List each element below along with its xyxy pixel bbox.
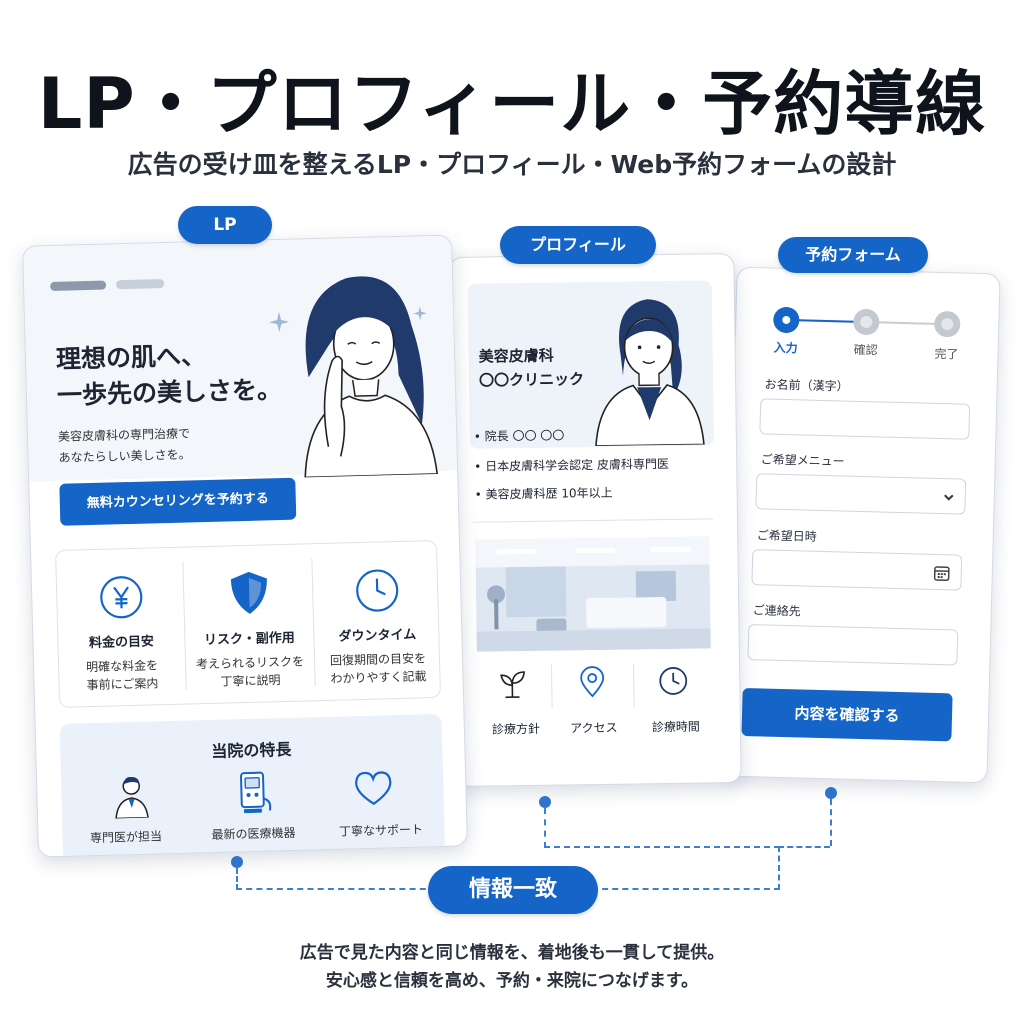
name-input[interactable] (759, 398, 971, 440)
strengths-title: 当院の特長 (211, 739, 292, 761)
strength-support: 丁寧なサポート (338, 822, 424, 839)
menu-label: ご希望メニュー (760, 452, 845, 469)
form-card: 入力 確認 完了 お名前（漢字） ご希望メニュー ご希望日時 ご連絡先 内容を確… (723, 266, 1001, 784)
feature-desc-price-2: 事前にご案内 (86, 676, 159, 693)
connector-dot-form (825, 787, 837, 799)
yen-icon (100, 576, 143, 619)
step-3-label: 完了 (934, 346, 959, 362)
page-subtitle: 広告の受け皿を整えるLP・プロフィール・Web予約フォームの設計 (127, 150, 897, 179)
feature-title-price: 料金の目安 (88, 634, 155, 652)
consistency-badge: 情報一致 (428, 866, 598, 914)
clinic-interior-image (475, 536, 711, 652)
feature-title-risk: リスク・副作用 (203, 630, 296, 649)
calendar-icon (933, 566, 950, 581)
profile-bullet-2: • 日本皮膚科学会認定 皮膚科専門医 (474, 456, 670, 474)
clock-icon (356, 569, 399, 612)
footer-line-1: 広告で見た内容と同じ情報を、着地後も一貫して提供。 (299, 943, 725, 963)
chevron-down-icon (944, 494, 954, 501)
connector-dot-profile (539, 796, 551, 808)
medical-device-icon (240, 771, 272, 814)
lp-nav-bar-2 (116, 279, 165, 290)
woman-illustration (304, 276, 439, 478)
profile-links: 診療方針 アクセス 診療時間 (449, 254, 733, 736)
date-label: ご希望日時 (756, 528, 817, 544)
step-1-icon (773, 306, 800, 334)
lp-strengths-panel: 当院の特長 専門医が担当 最新の医療機器 丁寧なサポート (59, 713, 446, 858)
link-policy[interactable]: 診療方針 (491, 721, 541, 737)
step-2-label: 確認 (853, 342, 878, 358)
contact-label: ご連絡先 (752, 603, 801, 619)
profile-card: 美容皮膚科 〇〇クリニック • 院長 〇〇 〇〇 • 日本皮膚科学会認定 皮膚科… (448, 253, 742, 787)
sparkle-icon (269, 312, 290, 333)
footer-line-2: 安心感と信頼を高め、予約・来院につなげます。 (325, 971, 699, 991)
contact-input[interactable] (747, 624, 959, 666)
link-hours[interactable]: 診療時間 (651, 719, 700, 735)
sprout-icon (500, 671, 525, 699)
confirm-button[interactable]: 内容を確認する (741, 687, 953, 742)
step-3-icon (933, 310, 961, 338)
lp-nav-bar-1 (50, 280, 107, 292)
feature-title-downtime: ダウンタイム (338, 627, 417, 645)
clinic-name-line1: 美容皮膚科 (478, 346, 554, 366)
menu-select[interactable] (755, 473, 967, 515)
heart-icon (355, 771, 392, 806)
date-input[interactable] (751, 549, 963, 591)
page-title: LP・プロフィール・予約導線 (37, 63, 987, 145)
feature-desc-downtime-2: わかりやすく記載 (330, 669, 427, 686)
doctor-icon (115, 776, 149, 819)
strength-equipment: 最新の医療機器 (211, 825, 296, 842)
profile-bullet-1: • 院長 〇〇 〇〇 (473, 428, 565, 444)
hero-desc-1: 美容皮膚科の専門治療で (57, 426, 191, 444)
hero-line-2: 一歩先の美しさを。 (56, 374, 283, 410)
strength-specialist: 専門医が担当 (89, 829, 163, 846)
profile-bullet-3: • 美容皮膚科歴 10年以上 (474, 485, 613, 502)
profile-divider (473, 518, 714, 523)
shield-icon (230, 571, 267, 614)
counseling-cta-button[interactable]: 無料カウンセリングを予約する (59, 477, 297, 526)
clinic-name-line2: 〇〇クリニック (478, 370, 585, 390)
lp-card: 理想の肌へ、 一歩先の美しさを。 美容皮膚科の専門治療で あなたらしい美しさを。… (22, 234, 468, 858)
sparkle-small-icon (412, 306, 427, 321)
lp-tag: LP (178, 206, 272, 244)
lp-features-panel: 料金の目安 明確な料金を 事前にご案内 リスク・副作用 考えられるリスクを 丁寧… (55, 539, 442, 708)
step-2-icon (852, 308, 880, 336)
hero-desc-2: あなたらしい美しさを。 (58, 447, 191, 465)
doctor-illustration (595, 299, 705, 447)
step-1-label: 入力 (773, 340, 798, 356)
form-tag: 予約フォーム (778, 237, 928, 273)
link-access[interactable]: アクセス (570, 720, 618, 736)
clock-icon (659, 667, 688, 695)
hero-line-1: 理想の肌へ、 (55, 340, 207, 374)
name-label: お名前（漢字） (764, 377, 849, 394)
location-pin-icon (580, 666, 605, 698)
connector-dot-lp (231, 856, 243, 868)
profile-tag: プロフィール (500, 226, 656, 264)
feature-desc-risk-2: 丁寧に説明 (220, 673, 281, 689)
